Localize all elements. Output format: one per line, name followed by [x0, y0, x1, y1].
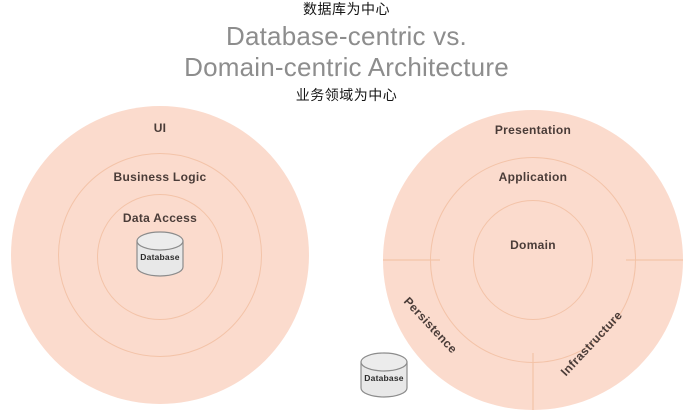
layer-ring-data-access — [97, 194, 223, 320]
layer-label-domain: Domain — [510, 238, 556, 252]
database-cylinder-icon — [136, 231, 184, 277]
page-title: Database-centric vs. Domain-centric Arch… — [0, 21, 693, 82]
chinese-annotation-bottom: 业务领域为中心 — [295, 87, 398, 103]
layer-label-business-logic: Business Logic — [113, 170, 207, 184]
segment-divider-bottom — [532, 353, 534, 410]
page-title-line-2: Domain-centric Architecture — [184, 51, 509, 82]
segment-divider-right — [626, 259, 683, 261]
layer-ring-business-logic — [58, 153, 262, 357]
segment-divider-left — [383, 259, 440, 261]
layer-label-ui: UI — [153, 121, 167, 135]
layer-ring-domain — [473, 200, 593, 320]
chinese-annotation-top: 数据库为中心 — [303, 1, 390, 17]
database-cylinder-icon — [360, 352, 408, 398]
page-title-line-1: Database-centric vs. — [226, 21, 467, 51]
database-cylinder-inner: Database — [134, 231, 186, 277]
layer-label-application: Application — [498, 170, 568, 184]
layer-label-data-access: Data Access — [122, 211, 198, 225]
layer-ring-application — [430, 157, 636, 363]
layer-label-presentation: Presentation — [494, 123, 572, 137]
database-cylinder-external: Database — [358, 352, 410, 398]
